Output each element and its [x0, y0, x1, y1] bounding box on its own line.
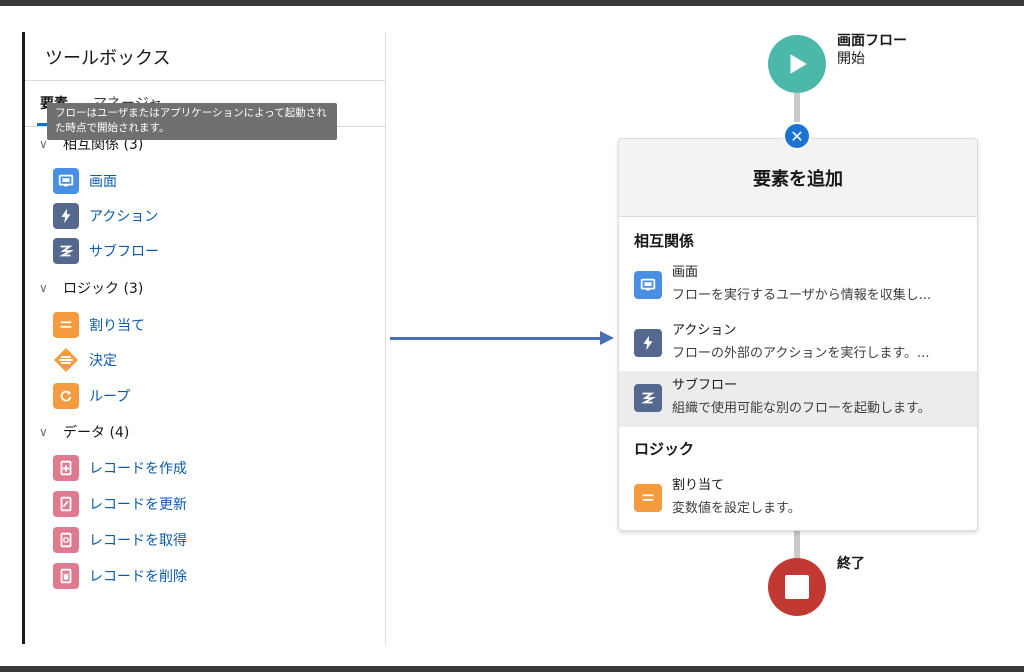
menu-item-title: 画面	[672, 265, 699, 280]
menu-item-description: フローの外部のアクションを実行します。...	[672, 346, 930, 361]
assignment-icon	[634, 484, 662, 512]
record-create-icon	[53, 455, 79, 481]
end-node[interactable]	[768, 558, 826, 616]
record-get-icon	[53, 527, 79, 553]
chevron-down-icon: ∨	[39, 281, 48, 295]
toolbox-item-loop[interactable]: ループ	[53, 383, 130, 409]
annotation-arrow	[390, 337, 602, 340]
toolbox-item-record-create[interactable]: レコードを作成	[53, 455, 187, 481]
menu-item-title: 割り当て	[672, 478, 725, 493]
window-bottom-bar	[0, 666, 1024, 672]
loop-icon	[53, 383, 79, 409]
toolbox-item-decision[interactable]: 決定	[53, 347, 117, 373]
toolbox-item-record-update[interactable]: レコードを更新	[53, 491, 187, 517]
group-label: ロジック (3)	[63, 281, 144, 297]
screen-icon	[634, 271, 662, 299]
screen-icon	[53, 168, 79, 194]
divider	[25, 80, 385, 81]
section-title-logic: ロジック	[634, 440, 695, 458]
flow-connector	[794, 93, 800, 125]
record-update-icon	[53, 491, 79, 517]
group-label: データ (4)	[63, 425, 130, 441]
toolbox-item-label: ループ	[89, 389, 131, 405]
window-top-bar	[0, 0, 1024, 6]
chevron-down-icon: ∨	[39, 425, 48, 439]
lightning-icon	[53, 203, 79, 229]
start-node[interactable]	[768, 35, 826, 93]
subflow-icon	[53, 238, 79, 264]
menu-item-title: アクション	[672, 323, 737, 338]
lightning-icon	[634, 329, 662, 357]
toolbox-item-screen[interactable]: 画面	[53, 168, 117, 194]
toolbox-item-label: アクション	[89, 209, 159, 225]
annotation-arrow-head	[600, 331, 614, 345]
panel-left-border	[22, 32, 25, 644]
flow-connector	[794, 529, 800, 559]
toolbox-item-label: レコードを削除	[89, 569, 187, 585]
add-element-title: 要素を追加	[619, 139, 977, 217]
toolbox-item-label: サブフロー	[89, 244, 159, 260]
tooltip: フローはユーザまたはアプリケーションによって起動された時点で開始されます。	[47, 103, 337, 140]
close-add-element-button[interactable]: ✕	[783, 122, 811, 150]
toolbox-item-label: レコードを作成	[89, 461, 187, 477]
assignment-icon	[53, 312, 79, 338]
start-node-label: 画面フロー 開始	[837, 32, 907, 68]
group-data-header[interactable]: ∨ データ (4)	[39, 422, 129, 442]
start-node-subtitle: 開始	[837, 51, 865, 67]
section-title-interaction: 相互関係	[634, 232, 695, 250]
toolbox-item-label: 画面	[89, 174, 117, 190]
play-icon	[790, 54, 807, 74]
chevron-down-icon: ∨	[39, 137, 48, 151]
end-node-label: 終了	[837, 556, 865, 572]
toolbox-item-record-get[interactable]: レコードを取得	[53, 527, 187, 553]
menu-item-title: サブフロー	[672, 378, 738, 393]
toolbox-item-label: レコードを取得	[89, 533, 187, 549]
toolbox-item-action[interactable]: アクション	[53, 203, 158, 229]
close-icon: ✕	[790, 126, 804, 146]
group-interaction-header[interactable]: ∨ 相互関係 (3)	[39, 134, 143, 154]
subflow-icon	[634, 384, 662, 412]
add-menu-item-subflow[interactable]: サブフロー 組織で使用可能な別のフローを起動します。	[619, 371, 977, 427]
decision-icon	[53, 347, 79, 373]
add-menu-item-assignment[interactable]: 割り当て 変数値を設定します。	[619, 471, 977, 527]
toolbox-item-label: レコードを更新	[89, 497, 187, 513]
toolbox-item-assignment[interactable]: 割り当て	[53, 312, 145, 338]
record-delete-icon	[53, 563, 79, 589]
menu-item-description: 組織で使用可能な別のフローを起動します。	[672, 401, 931, 416]
add-menu-item-screen[interactable]: 画面 フローを実行するユーザから情報を収集し...	[619, 258, 977, 314]
menu-item-description: 変数値を設定します。	[672, 501, 801, 516]
toolbox-item-subflow[interactable]: サブフロー	[53, 238, 159, 264]
toolbox-item-label: 決定	[89, 353, 117, 369]
group-logic-header[interactable]: ∨ ロジック (3)	[39, 278, 143, 298]
add-menu-item-action[interactable]: アクション フローの外部のアクションを実行します。...	[619, 316, 977, 372]
start-node-title: 画面フロー	[837, 33, 907, 49]
toolbox-item-label: 割り当て	[89, 318, 145, 334]
add-element-panel: 要素を追加 相互関係 画面 フローを実行するユーザから情報を収集し... アクシ…	[618, 138, 978, 531]
menu-item-description: フローを実行するユーザから情報を収集し...	[672, 288, 932, 303]
toolbox-item-record-delete[interactable]: レコードを削除	[53, 563, 187, 589]
group-label: 相互関係 (3)	[63, 137, 144, 153]
toolbox-title: ツールボックス	[45, 48, 171, 69]
stop-icon	[785, 575, 809, 599]
